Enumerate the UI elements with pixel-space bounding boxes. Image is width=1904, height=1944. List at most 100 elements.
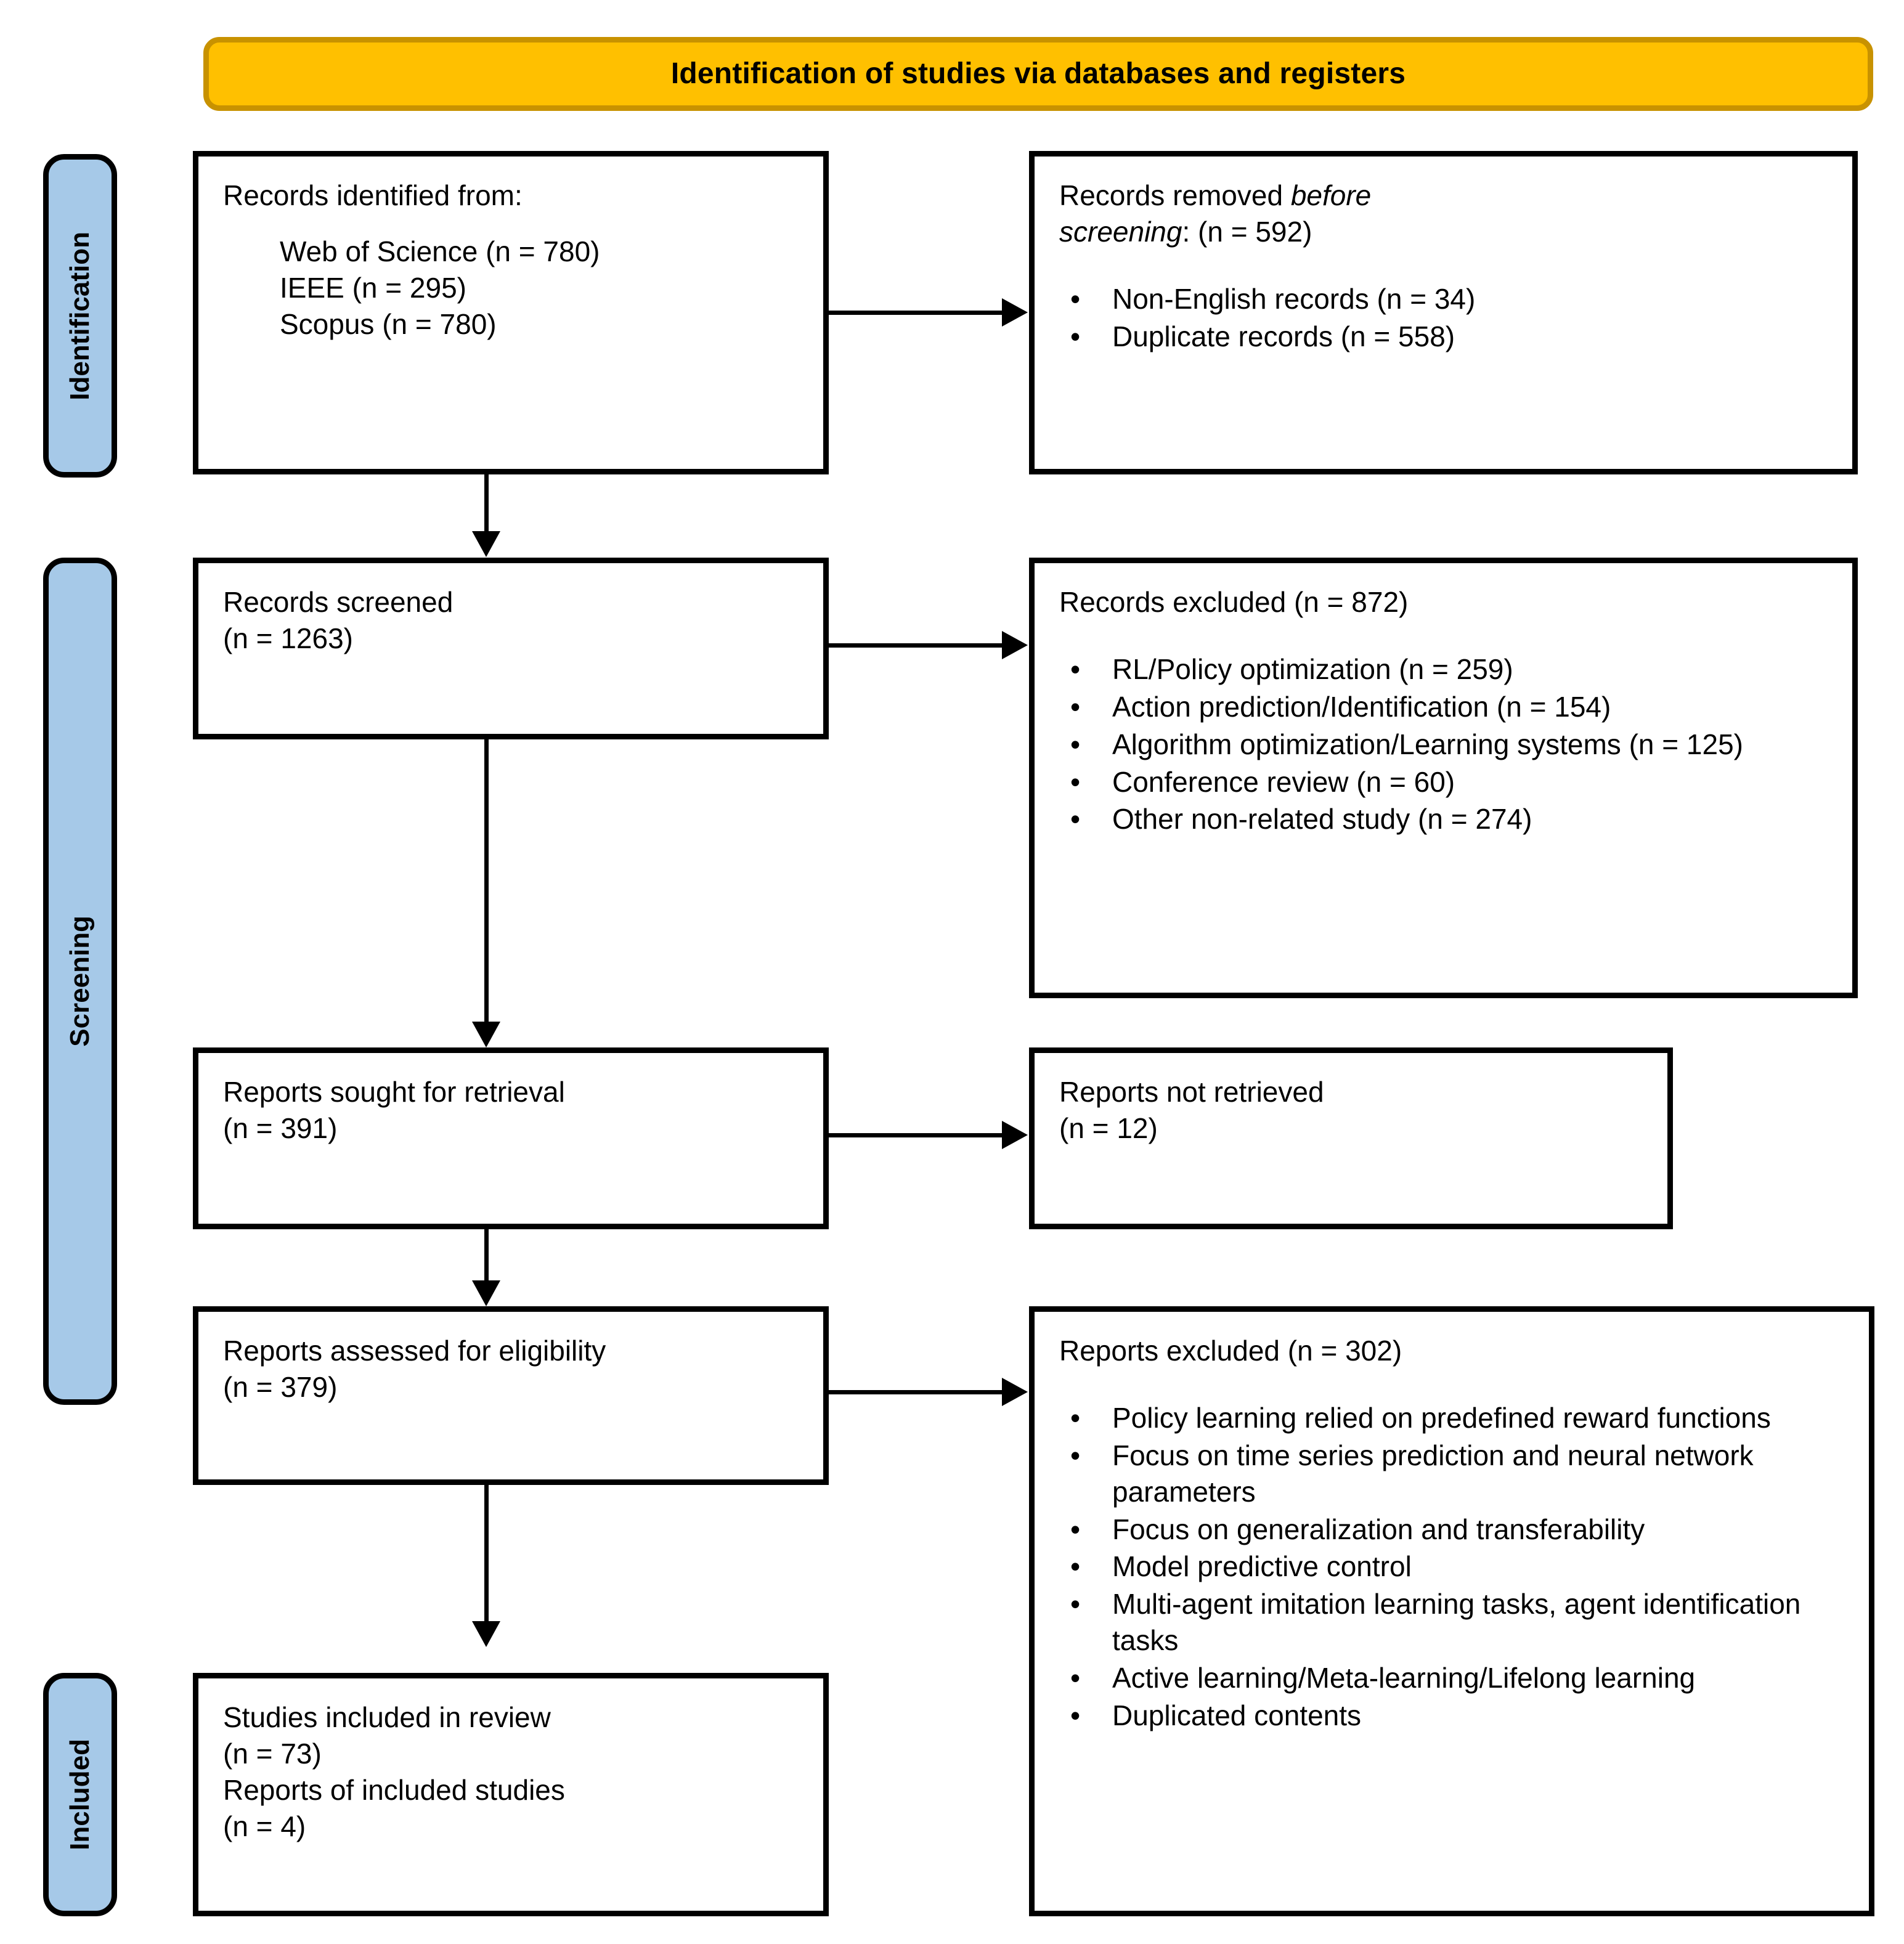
records-excluded-list: • RL/Policy optimization (n = 259) • Actio… [1059,651,1828,837]
stage-label-included: Included [43,1673,117,1916]
list-item-text: Multi-agent imitation learning tasks, ag… [1112,1588,1801,1657]
spacer [1059,624,1828,651]
arrowhead-right-assessed-to-reports-excluded [1002,1378,1028,1406]
list-item: • Algorithm optimization/Learning systems… [1059,726,1828,763]
reports-included-title: Reports of included studies [223,1773,565,1806]
records-identified-heading: Records identified from: [223,179,523,211]
list-item: • Duplicated contents [1059,1698,1844,1734]
arrowhead-down-assessed-to-included [472,1621,500,1647]
bullet-icon: • [1070,320,1081,352]
reports-included-count: (n = 4) [223,1810,306,1842]
list-item-text: Policy learning relied on predefined rew… [1112,1401,1771,1434]
list-item: • Active learning/Meta-learning/Lifelong … [1059,1660,1844,1696]
diagram-title-banner: Identification of studies via databases … [203,37,1873,111]
reports-excluded-list: • Policy learning relied on predefined re… [1059,1400,1844,1734]
list-item: • Other non-related study (n = 274) [1059,801,1828,837]
studies-included-title: Studies included in review [223,1701,551,1733]
bullet-icon: • [1070,653,1081,685]
bullet-icon: • [1070,1513,1081,1545]
box-reports-not-retrieved: Reports not retrieved (n = 12) [1029,1047,1673,1229]
connector-screened-to-sought [484,739,489,1023]
list-item-text: RL/Policy optimization (n = 259) [1112,653,1513,685]
list-item: • Action prediction/Identification (n = 1… [1059,689,1828,725]
reports-not-retrieved-title: Reports not retrieved [1059,1076,1324,1108]
records-screened-title: Records screened [223,586,454,618]
arrowhead-right-screened-to-records-excluded [1002,631,1028,659]
bullet-icon: • [1070,690,1081,723]
reports-assessed-title: Reports assessed for eligibility [223,1335,606,1367]
records-screened-count: (n = 1263) [223,622,353,654]
bullet-icon: • [1070,803,1081,836]
arrowhead-down-screened-to-sought [472,1022,500,1047]
spacer [223,218,799,234]
box-records-identified: Records identified from: Web of Science … [193,151,829,474]
connector-assessed-to-reports-excluded [829,1390,1004,1394]
list-item: • Multi-agent imitation learning tasks, a… [1059,1586,1844,1659]
list-item: •Focus on generalization and transferabi… [1059,1511,1844,1548]
records-excluded-heading: Records excluded (n = 872) [1059,586,1409,618]
records-removed-heading-post: : (n = 592) [1182,215,1312,248]
stage-label-identification-text: Identification [65,231,95,401]
list-item: • Non-English records (n = 34) [1059,281,1828,317]
connector-screened-to-records-excluded [829,643,1004,648]
box-records-screened: Records screened (n = 1263) [193,558,829,739]
list-item-text: Algorithm optimization/Learning systems … [1112,728,1743,760]
bullet-icon: • [1070,1439,1081,1471]
bullet-icon: • [1070,1588,1081,1621]
connector-identified-to-removed [829,311,1004,315]
connector-assessed-to-included [484,1485,489,1622]
list-item-text: Duplicate records (n = 558) [1112,320,1455,352]
stage-label-included-text: Included [65,1739,95,1850]
reports-sought-title: Reports sought for retrieval [223,1076,565,1108]
stage-label-screening-text: Screening [65,916,95,1047]
list-item-text: Focus on time series prediction and neur… [1112,1439,1754,1508]
reports-assessed-count: (n = 379) [223,1370,338,1403]
list-item-text: Duplicated contents [1112,1699,1362,1731]
reports-not-retrieved-count: (n = 12) [1059,1112,1158,1144]
box-reports-excluded: Reports excluded (n = 302) • Policy learn… [1029,1306,1874,1916]
spacer [1059,1373,1844,1400]
list-item: • Focus on time series prediction and neu… [1059,1438,1844,1510]
bullet-icon: • [1070,1699,1081,1731]
bullet-icon: • [1070,728,1081,760]
box-reports-sought-for-retrieval: Reports sought for retrieval (n = 391) [193,1047,829,1229]
stage-label-screening: Screening [43,558,117,1405]
records-removed-heading-italic-before: before [1290,179,1372,211]
connector-identified-to-screened [484,474,489,533]
records-removed-list: • Non-English records (n = 34) • Duplicate… [1059,281,1828,355]
arrowhead-right-identified-to-removed [1002,298,1028,327]
list-item-text: Action prediction/Identification (n = 15… [1112,690,1611,723]
source-web-of-science: Web of Science (n = 780) [280,235,600,267]
box-studies-included-in-review: Studies included in review (n = 73) Repo… [193,1673,829,1916]
list-item: • Policy learning relied on predefined re… [1059,1400,1844,1436]
bullet-icon: • [1070,1662,1081,1694]
records-removed-heading-pre: Records removed [1059,179,1291,211]
page-title: Identification of studies via databases … [670,57,1406,90]
spacer [1059,254,1828,281]
arrowhead-right-sought-to-not-retrieved [1002,1121,1028,1149]
list-item-text: Non-English records (n = 34) [1112,282,1476,315]
bullet-icon: • [1070,1401,1081,1434]
list-item-text: Conference review (n = 60) [1112,765,1455,798]
bullet-icon: • [1070,282,1081,315]
box-records-excluded: Records excluded (n = 872) • RL/Policy op… [1029,558,1858,998]
list-item-text: Other non-related study (n = 274) [1112,803,1532,836]
studies-included-count: (n = 73) [223,1737,322,1770]
list-item: • Model predictive control [1059,1548,1844,1585]
records-removed-heading: Records removed before screening: (n = 59… [1059,177,1828,250]
connector-sought-to-not-retrieved [829,1133,1004,1137]
list-item: • RL/Policy optimization (n = 259) [1059,651,1828,688]
list-item: • Duplicate records (n = 558) [1059,319,1828,355]
stage-label-identification: Identification [43,154,117,478]
records-removed-heading-italic-screening: screening [1059,215,1182,248]
source-ieee: IEEE (n = 295) [280,271,466,304]
arrowhead-down-sought-to-assessed [472,1280,500,1306]
list-item-text: Active learning/Meta-learning/Lifelong l… [1112,1662,1696,1694]
reports-sought-count: (n = 391) [223,1112,338,1144]
box-records-removed-before-screening: Records removed before screening: (n = 59… [1029,151,1858,474]
connector-sought-to-assessed [484,1229,489,1282]
bullet-icon: • [1070,1550,1081,1583]
reports-excluded-heading: Reports excluded (n = 302) [1059,1335,1402,1367]
list-item-text: Model predictive control [1112,1550,1412,1583]
